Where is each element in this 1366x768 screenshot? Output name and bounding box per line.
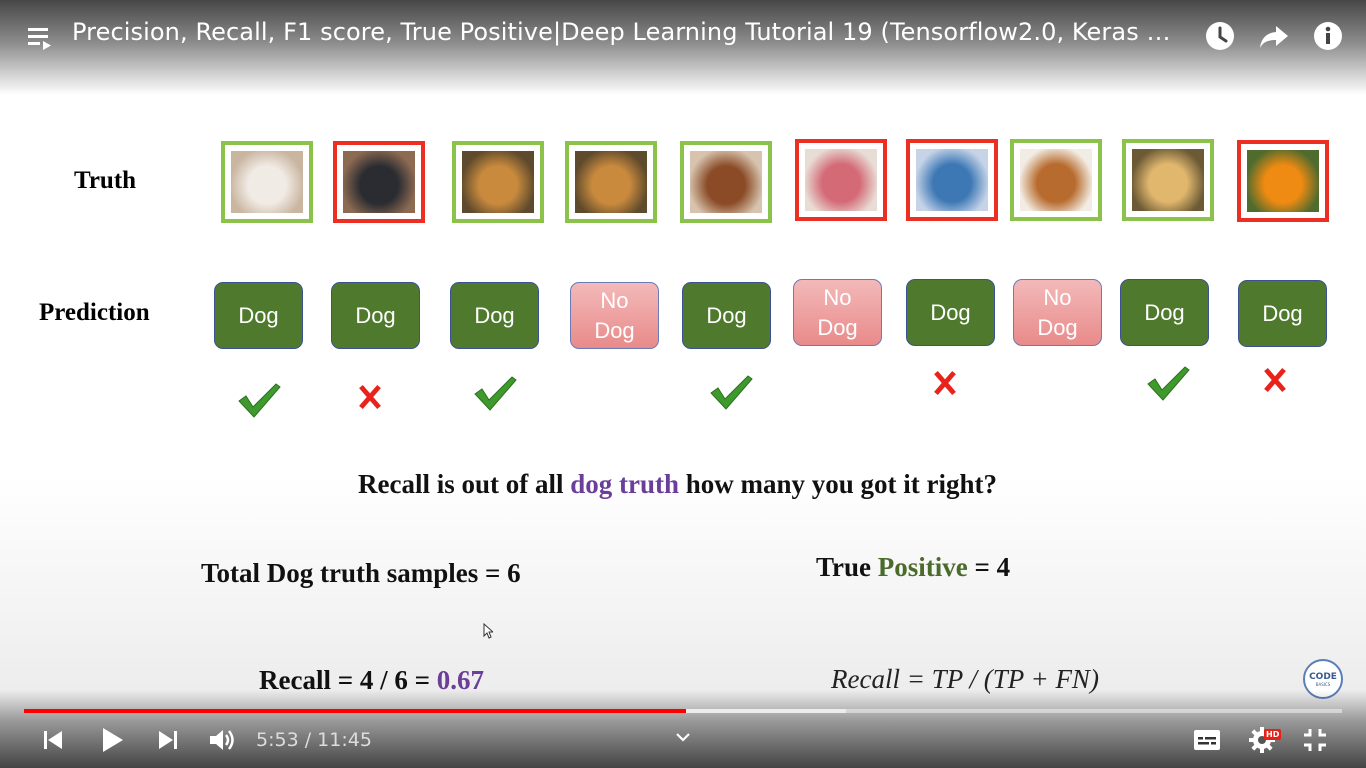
truth-image-10	[1237, 140, 1329, 222]
prediction-box-5: Dog	[682, 282, 771, 349]
check-icon	[710, 375, 753, 410]
truth-photo	[805, 149, 877, 211]
clock-icon[interactable]	[1204, 20, 1236, 52]
logo-line2: BASICS	[1315, 681, 1331, 687]
truth-label: Truth	[74, 167, 137, 194]
prediction-box-1: Dog	[214, 282, 303, 349]
skip-previous-icon[interactable]	[40, 727, 66, 753]
progress-bar[interactable]	[24, 709, 1342, 713]
cross-icon	[1264, 367, 1286, 393]
prediction-label: Dog	[1144, 299, 1185, 325]
truth-photo	[690, 151, 762, 213]
truth-image-5	[680, 141, 772, 223]
true-positive-count: True Positive = 4	[816, 552, 1010, 583]
truth-image-7	[906, 139, 998, 221]
truth-image-8	[1010, 139, 1102, 221]
prediction-label: Dog	[706, 302, 747, 328]
video-title[interactable]: Precision, Recall, F1 score, True Positi…	[72, 18, 1187, 46]
chevron-down-icon[interactable]	[675, 730, 691, 744]
tp-text-end: = 4	[967, 552, 1011, 582]
truth-photo	[1132, 149, 1204, 211]
recall-formula: Recall = TP / (TP + FN)	[831, 664, 1099, 694]
prediction-label: No	[1043, 284, 1072, 310]
truth-photo	[231, 151, 303, 213]
tp-highlight: Positive	[877, 552, 968, 582]
time-current: 5:53	[256, 729, 299, 751]
prediction-label: Dog	[238, 302, 279, 328]
progress-played	[24, 709, 687, 713]
check-icon	[238, 383, 281, 418]
prediction-label-line2: Dog	[1037, 314, 1078, 340]
check-icon	[1147, 366, 1190, 401]
time-total: 11:45	[317, 729, 372, 751]
truth-image-9	[1122, 139, 1214, 221]
bottom-controls-background	[0, 690, 1366, 768]
captions-icon[interactable]	[1193, 728, 1221, 752]
prediction-label: Dog	[355, 302, 396, 328]
time-display: 5:53 / 11:45	[256, 729, 372, 751]
prediction-box-9: Dog	[1120, 279, 1209, 346]
prediction-box-3: Dog	[450, 282, 539, 349]
truth-photo	[1247, 150, 1319, 212]
truth-photo	[343, 151, 415, 213]
recall-question: Recall is out of all dog truth how many …	[358, 469, 997, 500]
total-dog-samples: Total Dog truth samples = 6	[201, 558, 521, 588]
prediction-label: No	[600, 287, 629, 313]
prediction-label-line2: Dog	[594, 317, 635, 343]
skip-next-icon[interactable]	[155, 727, 181, 753]
prediction-label: Prediction	[39, 299, 150, 326]
cross-icon	[359, 384, 381, 410]
cross-icon	[934, 370, 956, 396]
share-arrow-icon[interactable]	[1258, 20, 1290, 52]
prediction-label: Dog	[930, 299, 971, 325]
prediction-label: Dog	[474, 302, 515, 328]
top-overlay: Precision, Recall, F1 score, True Positi…	[0, 0, 1366, 95]
truth-photo	[575, 151, 647, 213]
truth-image-2	[333, 141, 425, 223]
hd-badge: HD	[1264, 729, 1282, 740]
truth-photo	[916, 149, 988, 211]
info-icon[interactable]	[1312, 20, 1344, 52]
logo-line1: CODE	[1309, 671, 1337, 682]
play-icon[interactable]	[96, 724, 128, 756]
prediction-label: Dog	[1262, 300, 1303, 326]
prediction-label: No	[823, 284, 852, 310]
prediction-box-2: Dog	[331, 282, 420, 349]
prediction-label-line2: Dog	[817, 314, 858, 340]
truth-image-4	[565, 141, 657, 223]
truth-image-1	[221, 141, 313, 223]
truth-image-3	[452, 141, 544, 223]
question-highlight: dog truth	[570, 469, 679, 499]
exit-fullscreen-icon[interactable]	[1302, 727, 1328, 753]
truth-photo	[1020, 149, 1092, 211]
playlist-icon[interactable]	[26, 22, 56, 52]
time-separator: /	[298, 729, 318, 751]
check-icon	[474, 376, 517, 411]
mouse-cursor-icon	[483, 623, 493, 639]
volume-icon[interactable]	[207, 726, 237, 754]
question-text-end: how many you got it right?	[679, 469, 998, 499]
truth-image-6	[795, 139, 887, 221]
tp-text-start: True	[816, 552, 878, 582]
prediction-box-10: Dog	[1238, 280, 1327, 347]
truth-photo	[462, 151, 534, 213]
prediction-box-7: Dog	[906, 279, 995, 346]
question-text-start: Recall is out of all	[358, 469, 571, 499]
